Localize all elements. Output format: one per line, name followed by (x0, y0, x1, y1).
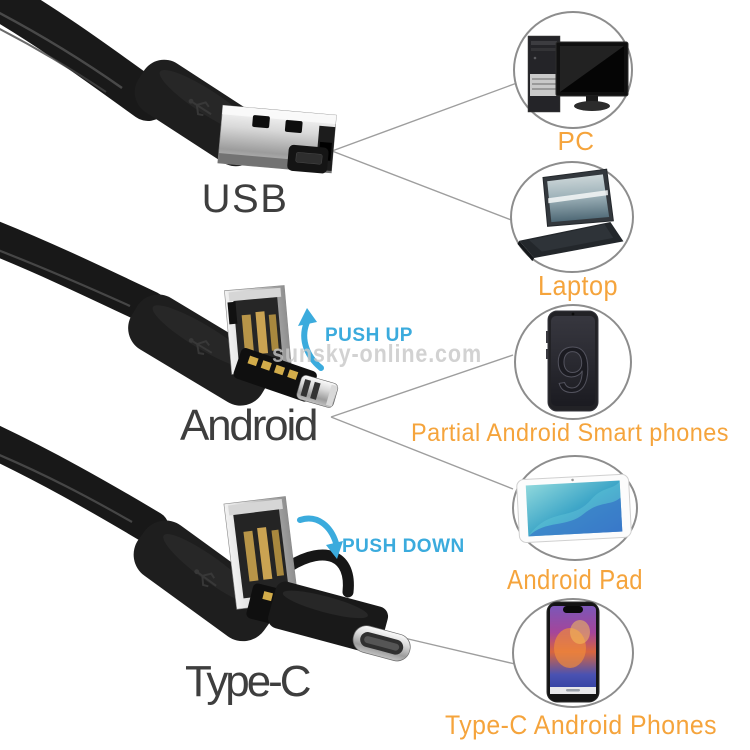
line-typec-to-phone (403, 637, 516, 665)
galaxy-screen-digit: 9 (555, 334, 591, 406)
typec-loop-cable (284, 549, 354, 598)
typec-shell-flipped-up (223, 496, 299, 610)
connector-label-android: Android (180, 401, 320, 450)
device-android-phone: 9 Partial Android Smart phones (411, 304, 729, 447)
pc-icon (527, 35, 629, 113)
device-label-pc: PC (557, 126, 594, 156)
gold-contact (255, 311, 269, 354)
gold-pin (260, 360, 272, 371)
typec-cable (0, 425, 169, 545)
gold-contact (257, 527, 273, 580)
device-label-laptop: Laptop (538, 270, 618, 301)
push-up-arrow-icon (298, 308, 324, 371)
push-down-label: PUSH DOWN (342, 536, 465, 557)
android-trident-logo-icon (188, 338, 213, 355)
line-usb-to-pc (331, 82, 518, 152)
usb-shell-hole (284, 119, 303, 134)
device-laptop: Laptop (510, 161, 634, 301)
typec-cable-highlight (0, 454, 133, 523)
connector-label-typec: Type-C (185, 657, 313, 706)
gold-pin (287, 369, 299, 380)
line-android-to-pad (330, 416, 514, 490)
usb-cable-highlight2 (0, 28, 107, 93)
watermark-text: sunsky-online.com (272, 340, 482, 368)
device-android-pad: Android Pad (507, 455, 643, 595)
device-pc: PC (513, 11, 633, 156)
typec-connector-photo: PUSH DOWN Type-C (0, 425, 465, 706)
tablet-icon (516, 473, 632, 543)
usb-trident-logo-icon (188, 98, 212, 117)
usb-cable (0, 0, 169, 121)
phone-notch (563, 606, 583, 613)
usb-shell-hole (252, 115, 270, 129)
android-cable (0, 221, 167, 325)
usb-micro-tip (287, 144, 329, 174)
typec-trident-logo-icon (194, 569, 217, 588)
push-down-arrow-icon (297, 515, 343, 559)
gold-contact (243, 530, 259, 582)
line-usb-to-laptop (331, 150, 515, 222)
android-plug-body (128, 294, 271, 406)
huawei-phone-icon (546, 601, 600, 703)
device-typec-phone: Type-C Android Phones (445, 598, 717, 740)
android-connector-photo: PUSH UP Android (0, 221, 413, 450)
gold-contact (268, 314, 279, 351)
usb-connector-photo: USB (0, 0, 337, 221)
push-up-label: PUSH UP (325, 325, 413, 346)
android-micro-usb-tip (296, 375, 339, 408)
gold-pin (273, 364, 286, 376)
device-label-android-phone: Partial Android Smart phones (411, 419, 729, 447)
android-cable-highlight (0, 249, 131, 308)
usb-cable-highlight (0, 11, 123, 90)
galaxy-phone-icon: 9 (546, 310, 599, 412)
laptop-icon (517, 168, 624, 262)
line-android-to-phone (330, 354, 514, 418)
connector-label-usb: USB (202, 177, 289, 221)
gold-pin (247, 355, 259, 367)
device-label-typec-phone: Type-C Android Phones (445, 710, 717, 740)
typec-metal-tip (352, 625, 411, 662)
gold-pin (262, 591, 274, 602)
android-contact-base (233, 348, 317, 402)
connection-lines (330, 82, 518, 665)
gold-contact (271, 529, 285, 577)
device-label-android-pad: Android Pad (507, 564, 643, 595)
gold-contact (241, 314, 255, 356)
